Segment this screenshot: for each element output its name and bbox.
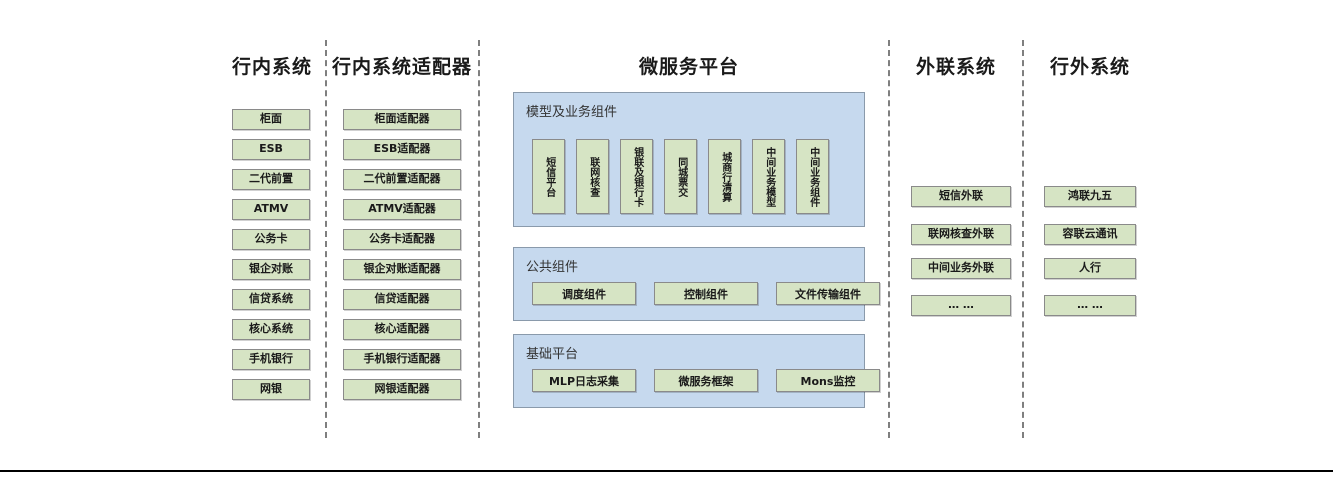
column-title-microservice-platform: 微服务平台	[638, 56, 739, 78]
node-internal-system[interactable]: 网银	[232, 379, 310, 400]
node-internal-adapter[interactable]: 核心适配器	[343, 319, 461, 340]
node-internal-adapter[interactable]: ATMV适配器	[343, 199, 461, 220]
node-internal-adapter[interactable]: 二代前置适配器	[343, 169, 461, 190]
panel-title-base-platform: 基础平台	[526, 347, 579, 362]
node-base-component[interactable]: Mons监控	[776, 369, 880, 392]
node-internal-system[interactable]: ATMV	[232, 199, 310, 220]
node-label: 中间业务模型	[763, 146, 775, 207]
column-title-outside-systems: 行外系统	[1049, 56, 1130, 78]
node-internal-adapter[interactable]: 手机银行适配器	[343, 349, 461, 370]
node-external-link-system[interactable]: 联网核查外联	[911, 224, 1011, 245]
column-divider-2	[478, 40, 480, 438]
panel-common-components: 公共组件 调度组件 控制组件 文件传输组件	[513, 247, 880, 321]
node-common-component[interactable]: 文件传输组件	[776, 282, 880, 305]
node-model-component[interactable]: 联网核查	[576, 139, 609, 214]
column-title-internal-systems: 行内系统	[231, 56, 312, 78]
column-divider-3	[888, 40, 890, 438]
node-model-component[interactable]: 中间业务组件	[796, 139, 829, 214]
node-label: 短信平台	[543, 156, 555, 197]
node-internal-system[interactable]: 信贷系统	[232, 289, 310, 310]
node-outside-system[interactable]: 人行	[1044, 258, 1136, 279]
node-internal-adapter[interactable]: ESB适配器	[343, 139, 461, 160]
node-model-component[interactable]: 中间业务模型	[752, 139, 785, 214]
page-bottom-rule	[0, 470, 1333, 472]
panel-model-business-components: 模型及业务组件 短信平台 联网核查 银联及银行卡 同城票交 城商行清算 中间业务…	[513, 92, 865, 227]
panel-title-common-components: 公共组件	[526, 260, 579, 275]
node-label: 中间业务组件	[807, 146, 819, 207]
node-outside-system[interactable]: 容联云通讯	[1044, 224, 1136, 245]
node-internal-system[interactable]: 核心系统	[232, 319, 310, 340]
node-external-link-system[interactable]: 短信外联	[911, 186, 1011, 207]
node-internal-system[interactable]: 二代前置	[232, 169, 310, 190]
column-title-internal-adapters: 行内系统适配器	[332, 56, 473, 78]
node-model-component[interactable]: 同城票交	[664, 139, 697, 214]
node-internal-system[interactable]: 手机银行	[232, 349, 310, 370]
node-label: 联网核查	[587, 156, 599, 197]
node-label: 银联及银行卡	[631, 146, 643, 207]
node-label: 同城票交	[675, 156, 687, 197]
node-external-link-system[interactable]: 中间业务外联	[911, 258, 1011, 279]
node-internal-system[interactable]: 柜面	[232, 109, 310, 130]
node-label: 城商行清算	[719, 151, 731, 202]
node-internal-adapter[interactable]: 公务卡适配器	[343, 229, 461, 250]
node-internal-adapter[interactable]: 网银适配器	[343, 379, 461, 400]
column-divider-4	[1022, 40, 1024, 438]
node-internal-system[interactable]: 银企对账	[232, 259, 310, 280]
node-model-component[interactable]: 城商行清算	[708, 139, 741, 214]
node-external-link-system[interactable]: … …	[911, 295, 1011, 316]
node-internal-adapter[interactable]: 信贷适配器	[343, 289, 461, 310]
column-title-external-link-systems: 外联系统	[915, 56, 996, 78]
node-model-component[interactable]: 银联及银行卡	[620, 139, 653, 214]
node-internal-system[interactable]: ESB	[232, 139, 310, 160]
node-outside-system[interactable]: 鸿联九五	[1044, 186, 1136, 207]
node-base-component[interactable]: 微服务框架	[654, 369, 758, 392]
panel-base-platform: 基础平台 MLP日志采集 微服务框架 Mons监控	[513, 334, 880, 408]
node-common-component[interactable]: 调度组件	[532, 282, 636, 305]
node-base-component[interactable]: MLP日志采集	[532, 369, 636, 392]
node-common-component[interactable]: 控制组件	[654, 282, 758, 305]
node-internal-system[interactable]: 公务卡	[232, 229, 310, 250]
column-divider-1	[325, 40, 327, 438]
node-internal-adapter[interactable]: 银企对账适配器	[343, 259, 461, 280]
node-model-component[interactable]: 短信平台	[532, 139, 565, 214]
node-outside-system[interactable]: … …	[1044, 295, 1136, 316]
panel-title-model-business-components: 模型及业务组件	[526, 105, 618, 120]
node-internal-adapter[interactable]: 柜面适配器	[343, 109, 461, 130]
